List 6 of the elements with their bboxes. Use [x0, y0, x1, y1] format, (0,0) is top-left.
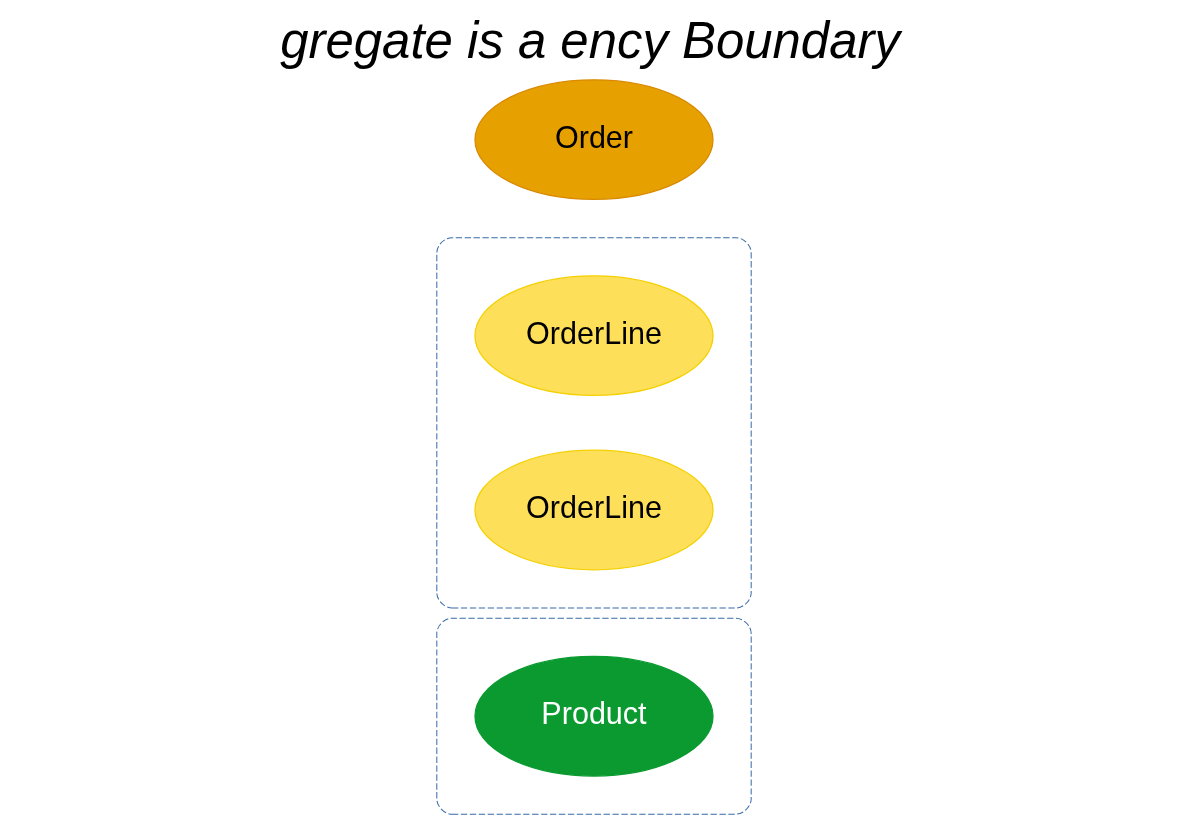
cluster	[436, 237, 752, 609]
node-ellipse: Product	[474, 655, 714, 777]
cluster	[436, 617, 752, 815]
node-ellipse: Order	[474, 79, 714, 201]
node-ellipse: OrderLine	[474, 449, 714, 571]
node-ellipse: OrderLine	[474, 275, 714, 397]
